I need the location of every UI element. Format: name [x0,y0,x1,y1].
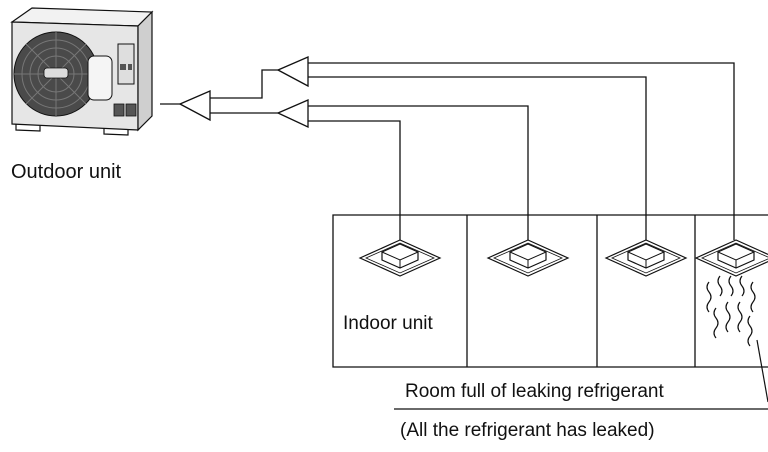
leak-callout-line [756,339,768,403]
indoor-unit-label: Indoor unit [343,313,434,334]
cassette-indoor-unit-icon [695,239,768,277]
rooms [332,214,768,368]
cassette-indoor-unit-icon [359,239,441,277]
room-caption: Room full of leaking refrigerant [405,381,664,402]
room-outline [332,214,768,368]
cassette-indoor-unit-icon [605,239,687,277]
branch-joint-icon [178,90,211,122]
refrigerant-leak-icon [706,275,756,347]
outdoor-unit-label: Outdoor unit [11,161,122,183]
outdoor-unit-icon [10,7,154,136]
cassette-indoor-unit-icon [487,239,569,277]
room-subcaption: (All the refrigerant has leaked) [400,420,655,441]
refrigerant-piping [160,56,735,240]
branch-joint-icon [276,99,309,129]
branch-joint-icon [276,56,309,88]
